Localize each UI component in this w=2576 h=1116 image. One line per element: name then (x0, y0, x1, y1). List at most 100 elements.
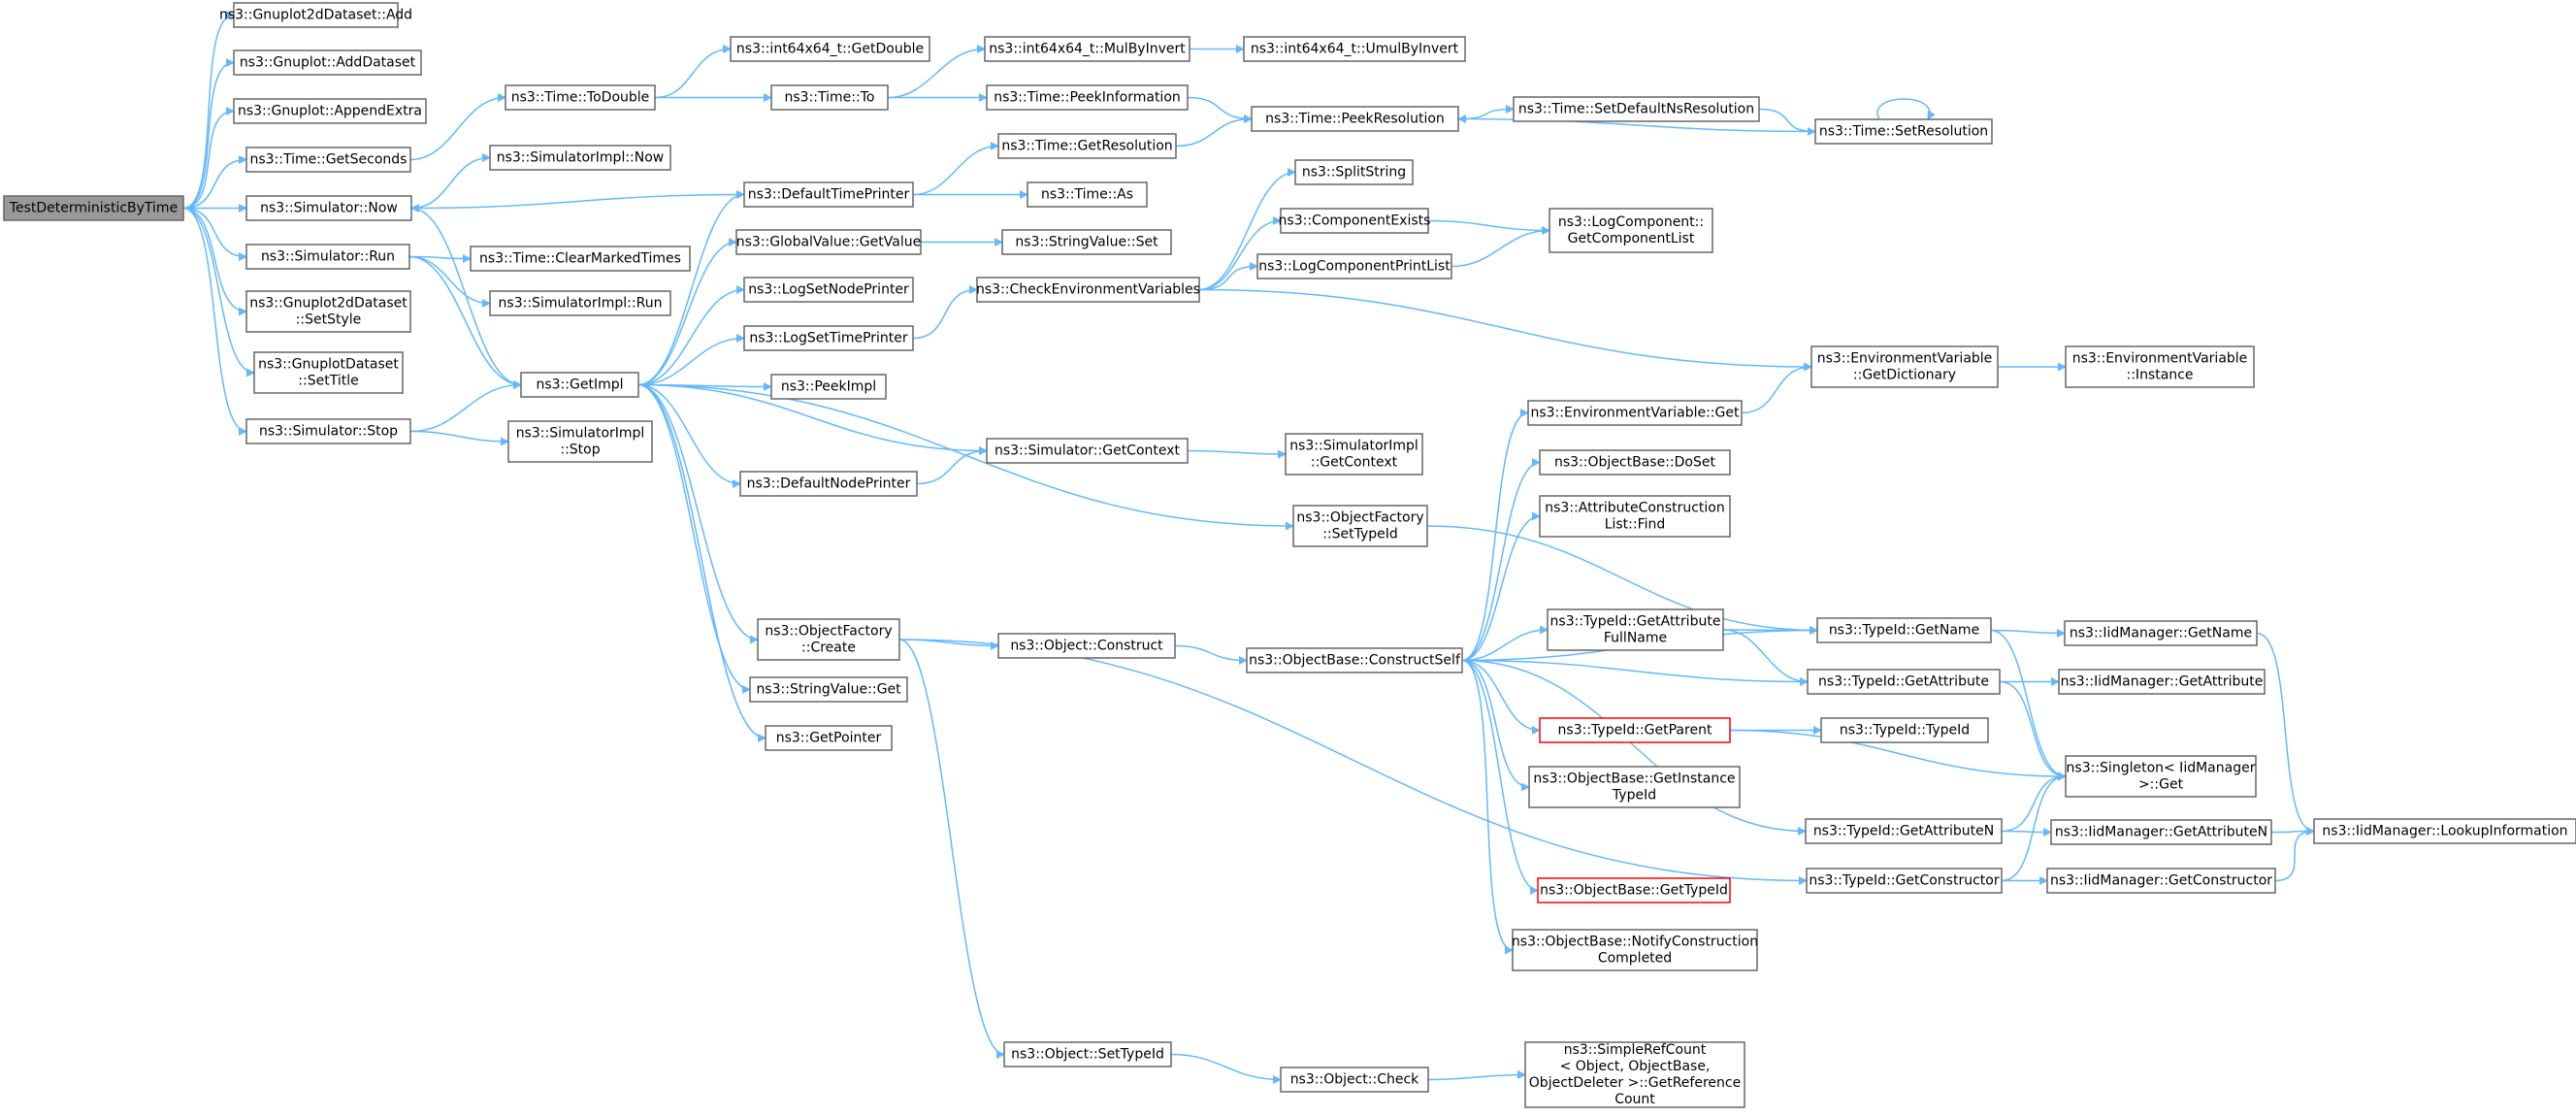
node-tToDouble[interactable]: ns3::Time::ToDouble (505, 84, 656, 111)
node-simNow[interactable]: ns3::Simulator::Now (245, 195, 412, 221)
node-tidTypeId[interactable]: ns3::TypeId::TypeId (1820, 717, 1989, 743)
node-checkEnv[interactable]: ns3::CheckEnvironmentVariables (976, 277, 1200, 303)
node-getPointer[interactable]: ns3::GetPointer (765, 725, 893, 751)
node-simImplStop[interactable]: ns3::SimulatorImpl::Stop (507, 420, 653, 463)
node-objSetTypeId[interactable]: ns3::Object::SetTypeId (1003, 1041, 1172, 1067)
node-logSetTimePrinter[interactable]: ns3::LogSetTimePrinter (743, 325, 914, 351)
node-objBaseDoSet[interactable]: ns3::ObjectBase::DoSet (1539, 449, 1731, 476)
node-label: ns3::Time::GetResolution (1001, 139, 1172, 154)
node-tSetResolution[interactable]: ns3::Time::SetResolution (1814, 118, 1993, 145)
node-iidGetName[interactable]: ns3::IidManager::GetName (2064, 620, 2258, 646)
node-objCheck[interactable]: ns3::Object::Check (1280, 1067, 1429, 1093)
node-simpleRefCount[interactable]: ns3::SimpleRefCount< Object, ObjectBase,… (1524, 1041, 1745, 1108)
edge-tidGetConstructor-to-singletonGet (2001, 771, 2067, 882)
node-tidGetName[interactable]: ns3::TypeId::GetName (1816, 617, 1992, 643)
node-tGetSeconds[interactable]: ns3::Time::GetSeconds (245, 147, 411, 173)
node-g2dSetStyle[interactable]: ns3::Gnuplot2dDataset::SetStyle (245, 290, 411, 333)
node-label: TypeId (1612, 788, 1656, 804)
edge-tidGetAttributeN-to-singletonGet (2001, 771, 2067, 833)
node-simGetContext[interactable]: ns3::Simulator::GetContext (986, 438, 1189, 464)
node-g2dAdd[interactable]: ns3::Gnuplot2dDataset::Add (219, 2, 412, 28)
node-tPeekResolution[interactable]: ns3::Time::PeekResolution (1251, 106, 1459, 132)
node-gAppendExtra[interactable]: ns3::Gnuplot::AppendExtra (233, 98, 427, 124)
node-ofSetTypeId[interactable]: ns3::ObjectFactory::SetTypeId (1292, 505, 1428, 547)
node-getImpl[interactable]: ns3::GetImpl (520, 372, 639, 398)
edge-checkEnv-to-splitString (1198, 168, 1296, 291)
node-simImplGetContext[interactable]: ns3::SimulatorImpl::GetContext (1285, 433, 1423, 476)
node-svGet[interactable]: ns3::StringValue::Get (749, 676, 908, 703)
node-label: Completed (1598, 951, 1672, 967)
node-ofCreate[interactable]: ns3::ObjectFactory::Create (757, 618, 900, 661)
node-tidGetAttribute[interactable]: ns3::TypeId::GetAttribute (1807, 669, 2001, 695)
node-i64MulByInvert[interactable]: ns3::int64x64_t::MulByInvert (984, 36, 1190, 62)
node-envVarInstance[interactable]: ns3::EnvironmentVariable::Instance (2065, 345, 2255, 388)
node-box (233, 49, 422, 76)
node-label: ::SetStyle (296, 312, 362, 328)
edge-objSetTypeId-to-objCheck (1170, 1053, 1282, 1084)
node-box (743, 325, 914, 351)
node-svSet[interactable]: ns3::StringValue::Set (1001, 229, 1172, 255)
node-defNodePrinter[interactable]: ns3::DefaultNodePrinter (739, 471, 918, 497)
node-tGetResolution[interactable]: ns3::Time::GetResolution (997, 133, 1177, 159)
node-simRun[interactable]: ns3::Simulator::Run (245, 244, 410, 270)
edge-objBaseConstructSelf-to-objBaseGetTypeId (1461, 659, 1539, 895)
edge-root-to-simRun (182, 207, 247, 261)
node-i64GetDouble[interactable]: ns3::int64x64_t::GetDouble (730, 36, 930, 62)
node-simImplRun[interactable]: ns3::SimulatorImpl::Run (489, 290, 671, 316)
node-objConstruct[interactable]: ns3::Object::Construct (997, 633, 1176, 659)
node-i64UmulByInvert[interactable]: ns3::int64x64_t::UmulByInvert (1243, 36, 1466, 62)
node-compExists[interactable]: ns3::ComponentExists (1279, 208, 1431, 234)
node-tSetDefaultNs[interactable]: ns3::Time::SetDefaultNsResolution (1513, 96, 1760, 122)
node-logSetNodePrinter[interactable]: ns3::LogSetNodePrinter (743, 277, 914, 303)
edge-getImpl-to-logSetNodePrinter (637, 285, 745, 386)
edge-objBaseConstructSelf-to-tidGetAttribute (1461, 659, 1809, 686)
node-peekImpl[interactable]: ns3::PeekImpl (770, 374, 887, 400)
node-logCompGetList[interactable]: ns3::LogComponent::GetComponentList (1549, 208, 1713, 253)
node-iidGetConstructor[interactable]: ns3::IidManager::GetConstructor (2046, 868, 2276, 894)
node-gvGetValue[interactable]: ns3::GlobalValue::GetValue (735, 229, 922, 255)
edges-layer (182, 11, 2315, 1084)
node-label: ::Stop (560, 443, 600, 458)
node-label: ns3::TypeId::GetParent (1558, 723, 1712, 739)
node-tidGetParent[interactable]: ns3::TypeId::GetParent (1539, 717, 1731, 743)
node-tPeekInfo[interactable]: ns3::Time::PeekInformation (986, 84, 1189, 111)
node-label: ns3::GlobalValue::GetValue (736, 235, 921, 250)
node-gdSetTitle[interactable]: ns3::GnuplotDataset::SetTitle (253, 351, 404, 394)
node-iidGetAttributeN[interactable]: ns3::IidManager::GetAttributeN (2050, 819, 2272, 845)
node-box (1001, 229, 1172, 255)
node-label: ns3::Gnuplot::AppendExtra (238, 104, 422, 119)
node-simImplNow[interactable]: ns3::SimulatorImpl::Now (489, 145, 671, 171)
node-iidLookupInfo[interactable]: ns3::IidManager::LookupInformation (2313, 818, 2576, 844)
node-box (3, 195, 184, 221)
node-label: ns3::LogComponent:: (1558, 214, 1704, 230)
node-box (1246, 647, 1463, 673)
node-tTo[interactable]: ns3::Time::To (770, 84, 889, 111)
node-box (1251, 106, 1459, 132)
node-envVarGetDict[interactable]: ns3::EnvironmentVariable::GetDictionary (1810, 345, 1999, 388)
node-defTimePrinter[interactable]: ns3::DefaultTimePrinter (743, 181, 914, 208)
node-logCompPrintList[interactable]: ns3::LogComponentPrintList (1256, 253, 1452, 279)
node-objBaseGetTypeId[interactable]: ns3::ObjectBase::GetTypeId (1537, 877, 1731, 903)
node-singletonGet[interactable]: ns3::Singleton< IidManager>::Get (2065, 755, 2257, 798)
edge-compExists-to-logCompGetList (1427, 219, 1550, 235)
node-root[interactable]: TestDeterministicByTime (3, 195, 184, 221)
node-envVarGet[interactable]: ns3::EnvironmentVariable::Get (1527, 400, 1743, 426)
node-iidGetAttribute[interactable]: ns3::IidManager::GetAttribute (2058, 669, 2266, 695)
node-label: ns3::DefaultNodePrinter (747, 476, 911, 492)
node-box (986, 438, 1189, 464)
node-tidGetConstructor[interactable]: ns3::TypeId::GetConstructor (1806, 868, 2003, 894)
node-tidGetAttributeN[interactable]: ns3::TypeId::GetAttributeN (1805, 818, 2003, 844)
node-gAddDataset[interactable]: ns3::Gnuplot::AddDataset (233, 49, 422, 76)
node-objBaseConstructSelf[interactable]: ns3::ObjectBase::ConstructSelf (1246, 647, 1463, 673)
node-tClearMarked[interactable]: ns3::Time::ClearMarkedTimes (470, 246, 691, 272)
node-tAs[interactable]: ns3::Time::As (1027, 181, 1148, 208)
node-label: ns3::SimulatorImpl::Now (497, 150, 665, 166)
node-simStop[interactable]: ns3::Simulator::Stop (245, 418, 411, 444)
node-splitString[interactable]: ns3::SplitString (1294, 159, 1414, 185)
node-box (770, 84, 889, 111)
node-objBaseNotify[interactable]: ns3::ObjectBase::NotifyConstructionCompl… (1512, 929, 1758, 971)
edge-root-to-gAppendExtra (182, 107, 235, 210)
